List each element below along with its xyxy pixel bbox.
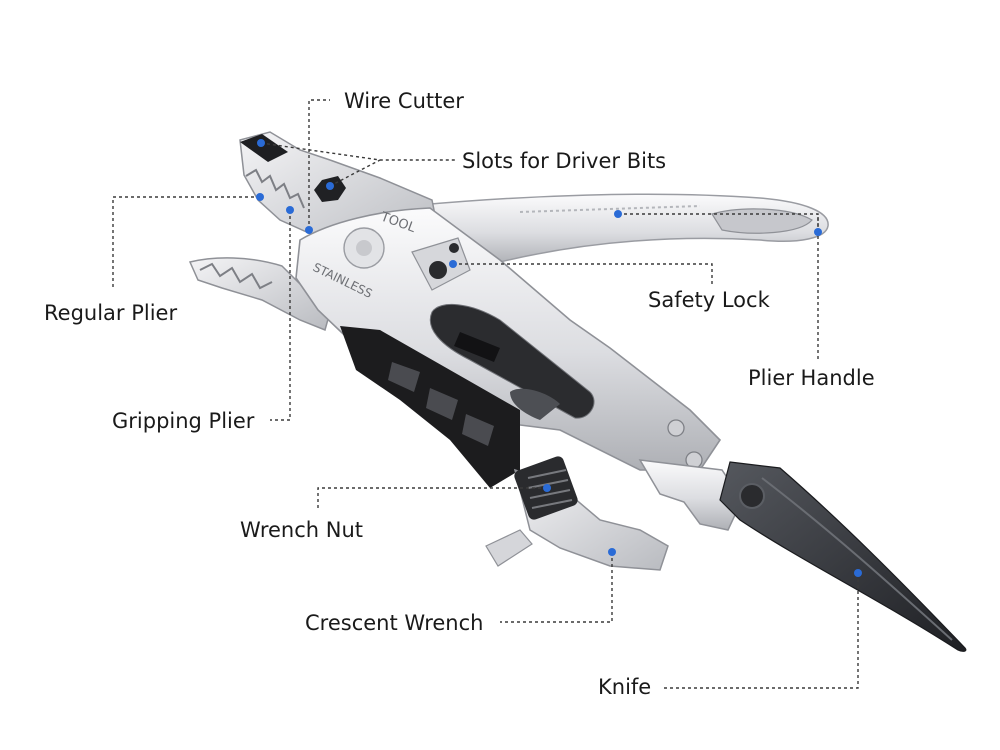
label-wrench-nut: Wrench Nut [240,518,363,542]
dot-regular-plier [256,193,264,201]
leader-regular-plier [112,196,260,290]
pivot-center [356,240,372,256]
callout-layer: Wire Cutter Slots for Driver Bits Regula… [44,89,875,699]
wrench-nut-threads [527,469,573,509]
callout-regular-plier: Regular Plier [44,193,264,325]
dot-plier-handle-b [814,228,822,236]
leader-knife [664,573,859,689]
slot-inner-shade [510,388,560,420]
wrench-fixed-jaw [638,459,743,531]
label-slots-for-driver-bits: Slots for Driver Bits [462,149,666,173]
grip-cutout-3 [462,414,494,446]
safety-lock-screw [429,261,447,279]
dot-knife [854,569,862,577]
callout-knife: Knife [598,569,862,699]
knife-edge-bevel [761,477,953,641]
knife-pivot [739,483,765,509]
upper-jaw-teeth [245,168,305,209]
callout-slots-for-driver-bits: Slots for Driver Bits [257,139,666,190]
leader-wrench-nut [317,487,547,510]
label-gripping-plier: Gripping Plier [112,409,255,433]
dot-driver-bits-b [326,182,334,190]
leader-wire-cutter [308,99,330,230]
leader-gripping-plier [270,210,291,421]
center-slot [429,303,595,419]
callout-wrench-nut: Wrench Nut [240,484,551,542]
plier-handle-end-loop [711,208,813,234]
dot-wire-cutter [305,226,313,234]
multitool-illustration: TOOL STAINLESS [188,131,967,652]
callout-crescent-wrench: Crescent Wrench [305,548,616,635]
safety-lock-screw-2 [449,243,459,253]
wrench-shaft [485,529,533,567]
dot-wrench-nut [543,484,551,492]
dot-gripping-plier [286,206,294,214]
label-safety-lock: Safety Lock [648,288,771,312]
driver-bit-slot-top [240,134,288,162]
body-screw [667,419,685,437]
plier-handle-serration [519,205,701,213]
lower-jaw-teeth [199,262,273,290]
grip-cutout-2 [426,388,458,420]
label-wire-cutter: Wire Cutter [344,89,464,113]
callout-wire-cutter: Wire Cutter [305,89,464,234]
stored-driver-bit [454,332,500,362]
leader-plier-handle-a [618,213,819,360]
callout-plier-handle: Plier Handle [614,210,875,390]
dot-driver-bits-a [257,139,265,147]
knife-blade [719,461,967,652]
grip-cutout-1 [388,362,420,392]
callout-gripping-plier: Gripping Plier [112,206,294,433]
lower-jaw [188,257,331,332]
leader-safety-lock [453,263,713,284]
leader-crescent-wrench [500,552,613,623]
dot-crescent-wrench [608,548,616,556]
dot-safety-lock [449,260,457,268]
callout-safety-lock: Safety Lock [449,260,771,312]
label-plier-handle: Plier Handle [748,366,875,390]
label-knife: Knife [598,675,651,699]
label-crescent-wrench: Crescent Wrench [305,611,483,635]
dot-plier-handle-a [614,210,622,218]
label-regular-plier: Regular Plier [44,301,177,325]
